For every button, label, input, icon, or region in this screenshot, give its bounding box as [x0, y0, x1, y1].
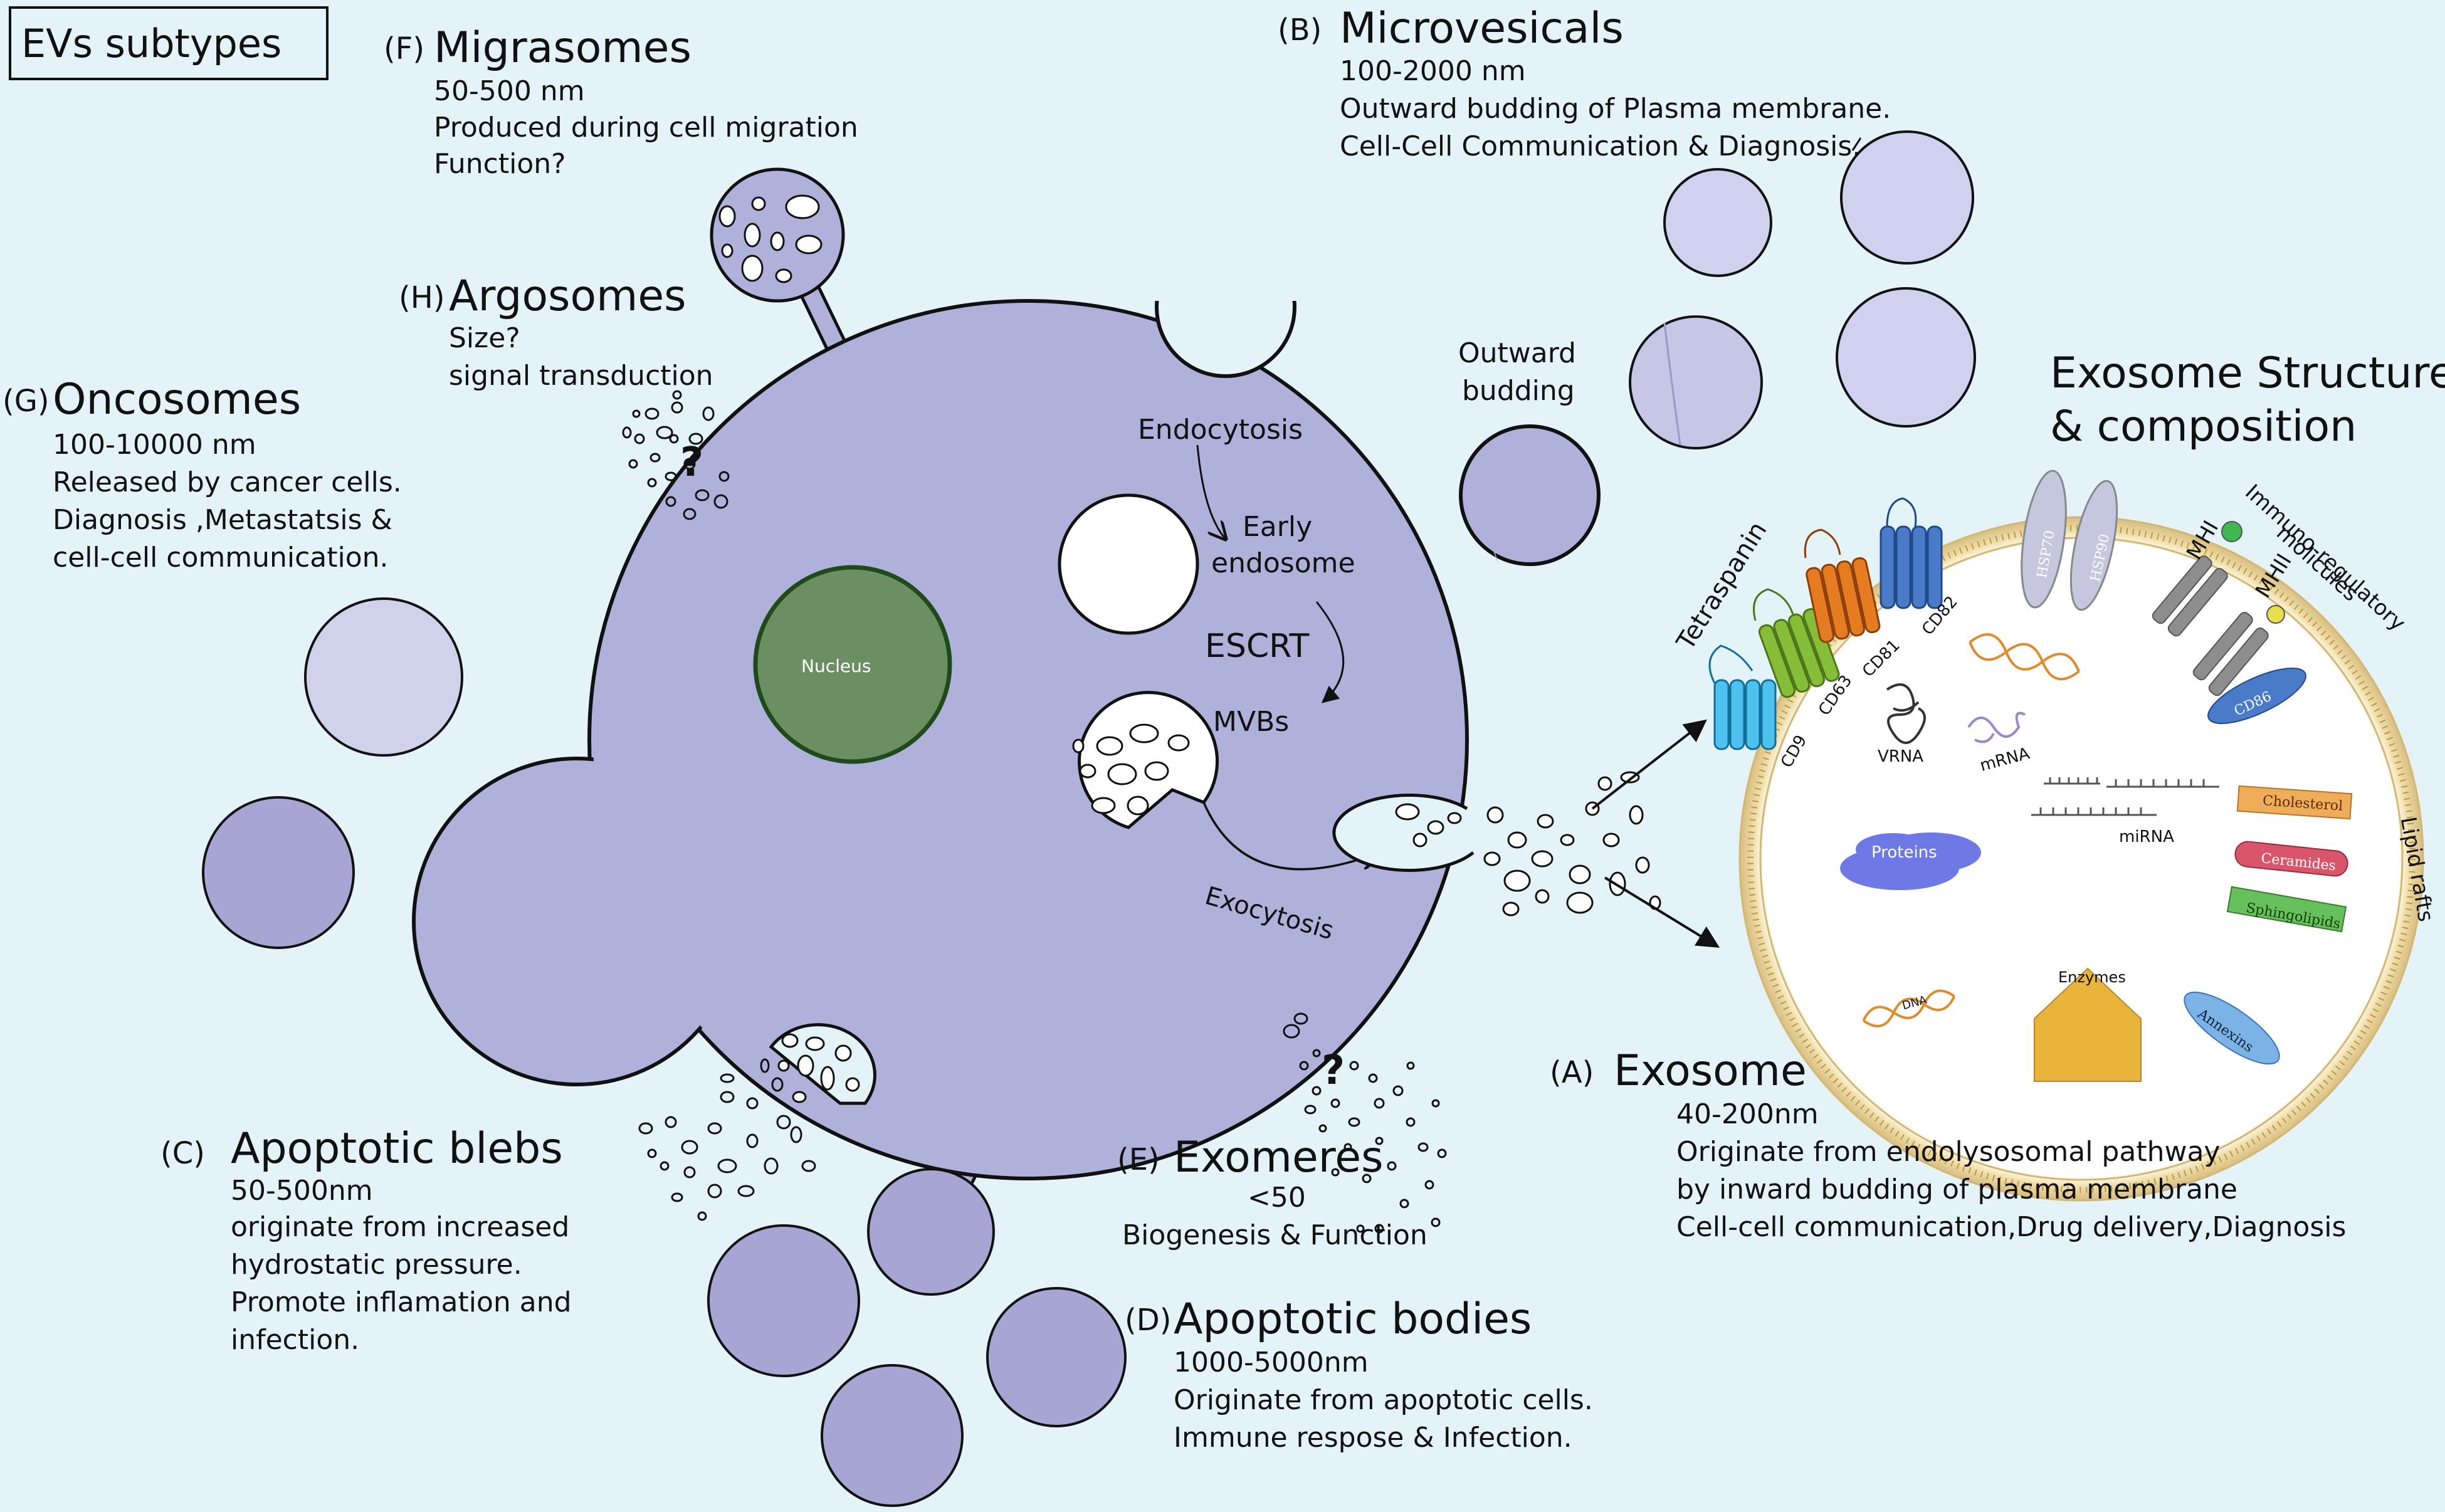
- apoptotic-bodies-line1: Originate from apoptotic cells.: [1174, 1384, 1593, 1416]
- apoptotic-blebs-line4: infection.: [231, 1324, 360, 1356]
- apoptotic-bodies-vesicles: [707, 1168, 1127, 1507]
- annexins-protein: [2184, 991, 2280, 1065]
- outward-budding-label-2: budding: [1462, 375, 1575, 407]
- exomeres-size: <50: [1248, 1182, 1306, 1214]
- argosomes-question-mark: ?: [680, 439, 704, 486]
- exosome-size: 40-200nm: [1676, 1098, 1819, 1130]
- cholesterol-raft: [2236, 785, 2353, 820]
- migrasome: [710, 167, 857, 372]
- exosome-line3: Cell-cell communication,Drug delivery,Di…: [1676, 1211, 2347, 1243]
- escrt-arrow: [1315, 601, 1345, 703]
- vrna-squiggle: [1886, 683, 1926, 744]
- argosomes-letter: (H): [399, 280, 445, 315]
- exomeres-line1: Biogenesis & Function: [1122, 1219, 1428, 1251]
- tetraspanin-cd9: [1708, 644, 1777, 750]
- migrasomes-line1: Produced during cell migration: [434, 112, 858, 144]
- migrasomes-line2: Function?: [434, 148, 566, 180]
- mvbs-label: MVBs: [1213, 706, 1290, 738]
- exosome-structure-title-1: Exosome Structure: [2050, 349, 2445, 398]
- endocytosis-label: Endocytosis: [1138, 414, 1303, 446]
- migrasomes-letter: (F): [384, 31, 425, 66]
- microvesicals-line1: Outward budding of Plasma membrane.: [1340, 93, 1891, 125]
- dna-helix-top: [1969, 633, 2080, 681]
- apoptotic-blebs-letter: (C): [160, 1136, 205, 1171]
- mirna-strands: [2031, 777, 2219, 816]
- tetraspanin-cd82: [1880, 497, 1943, 609]
- ceramides-raft: [2234, 841, 2348, 877]
- oncosomes-line1: Released by cancer cells.: [53, 466, 402, 498]
- tetraspanin-cd63: [1753, 588, 1840, 698]
- oncosomes-vesicles: [202, 597, 463, 949]
- microvesicals-pointer: [1851, 137, 1862, 151]
- mirna-label: miRNA: [2119, 827, 2174, 846]
- apoptotic-bodies-letter: (D): [1125, 1303, 1172, 1338]
- oncosomes-line3: cell-cell communication.: [53, 542, 389, 574]
- exomeres-letter: (E): [1117, 1142, 1160, 1177]
- exosome-structure-illustration: [1708, 470, 2424, 1202]
- exosome-name: Exosome: [1614, 1046, 1807, 1096]
- proteins-label: Proteins: [1871, 843, 1937, 862]
- oncosomes-line2: Diagnosis ,Metastatsis &: [53, 504, 392, 536]
- early-endosome-label-2: endosome: [1211, 547, 1355, 579]
- tetraspanin-cd81: [1804, 528, 1881, 643]
- dna-helix-bottom: [1862, 989, 1956, 1027]
- proteins-blob: [1840, 832, 1981, 890]
- apoptotic-blebs-line2: hydrostatic pressure.: [231, 1249, 522, 1281]
- apoptotic-blebs-name: Apoptotic blebs: [231, 1124, 563, 1173]
- cd86-protein: [2207, 668, 2306, 724]
- apoptotic-bodies-line2: Immune respose & Infection.: [1174, 1422, 1572, 1454]
- exocytosis-arrow: [1202, 802, 1379, 871]
- migrasomes-size: 50-500 nm: [434, 75, 585, 107]
- oncosomes-size: 100-10000 nm: [53, 429, 256, 461]
- apoptotic-bodies-size: 1000-5000nm: [1174, 1347, 1369, 1378]
- microvesicals-letter: (B): [1278, 13, 1322, 48]
- exomeres-name: Exomeres: [1174, 1133, 1384, 1182]
- microvesicals-name: Microvesicals: [1340, 4, 1624, 53]
- apoptotic-blebs: [638, 1023, 876, 1221]
- nucleus: [753, 565, 952, 764]
- mhi-protein: [2152, 521, 2243, 637]
- vrna-label: VRNA: [1878, 747, 1924, 766]
- argosomes-name: Argosomes: [449, 271, 686, 321]
- hsp90-protein: [2069, 480, 2118, 611]
- escrt-label: ESCRT: [1205, 627, 1310, 665]
- mvb: [1072, 691, 1219, 829]
- oncosomes-letter: (G): [3, 384, 50, 419]
- oncosomes-name: Oncosomes: [53, 375, 302, 424]
- exosome-structure-title-2: & composition: [2050, 402, 2357, 451]
- argosomes-size: Size?: [449, 322, 520, 354]
- outward-budding-label-1: Outward: [1458, 337, 1576, 369]
- enzymes-house: [2034, 967, 2142, 1082]
- endocytosis-arrow: [1196, 444, 1226, 539]
- exomeres-question-mark: ?: [1322, 1047, 1345, 1094]
- early-endosome-label-1: Early: [1243, 511, 1313, 543]
- exosome-line1: Originate from endolysosomal pathway: [1676, 1136, 2221, 1168]
- apoptotic-blebs-line3: Promote inflamation and: [231, 1286, 572, 1318]
- mrna-squiggle: [1967, 711, 2026, 743]
- microvesicals-vesicles: [1629, 130, 1976, 449]
- apoptotic-bodies-name: Apoptotic bodies: [1174, 1294, 1532, 1344]
- exomere-vesicles: [1283, 1012, 1447, 1234]
- apoptotic-blebs-line1: originate from increased: [231, 1211, 570, 1243]
- sphingolipids-raft: [2226, 886, 2347, 933]
- exosome-letter: (A): [1550, 1055, 1594, 1090]
- diagram-title: EVs subtypes: [21, 20, 282, 66]
- nucleus-label: Nucleus: [801, 656, 871, 676]
- exosome-line2: by inward budding of plasma membrane: [1676, 1173, 2237, 1205]
- hsp70-protein: [2021, 470, 2067, 609]
- main-cell: [412, 188, 1601, 1180]
- microvesicals-size: 100-2000 nm: [1340, 55, 1526, 87]
- mhii-protein: [2192, 605, 2285, 696]
- microvesicals-line2: Cell-Cell Communication & Diagnosis.: [1340, 130, 1861, 162]
- migrasomes-name: Migrasomes: [434, 23, 691, 73]
- exosome-release: [1332, 719, 1720, 948]
- argosome-vesicles: [622, 390, 730, 520]
- diagram-title-box: EVs subtypes: [9, 6, 329, 80]
- apoptotic-blebs-size: 50-500nm: [231, 1175, 373, 1207]
- argosomes-line1: signal transduction: [449, 360, 713, 392]
- enzymes-label: Enzymes: [2058, 969, 2126, 986]
